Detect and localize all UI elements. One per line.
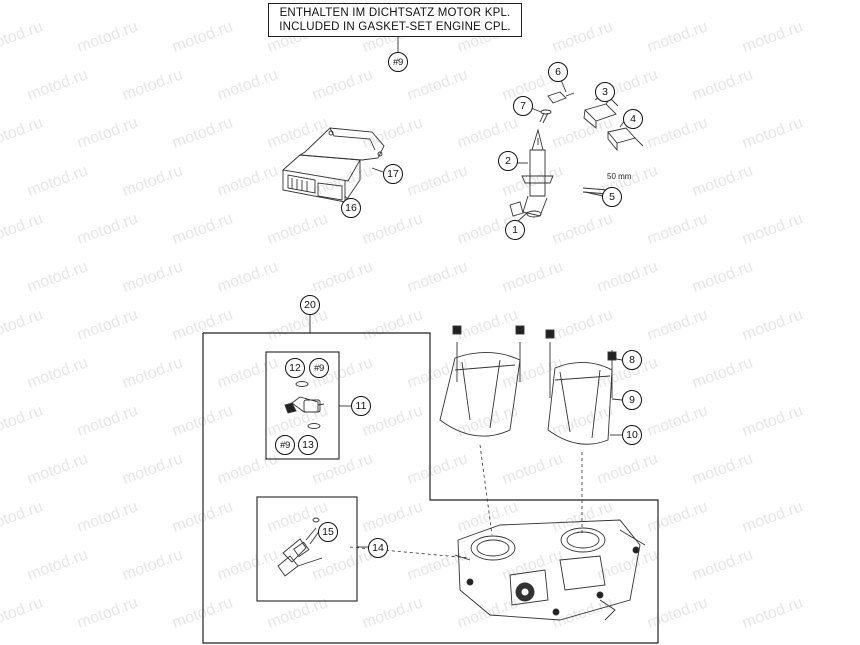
throttle-position-sensor — [277, 517, 323, 577]
callout-10[interactable]: 10 — [622, 425, 642, 445]
leader-17 — [371, 167, 384, 173]
callout-17[interactable]: 17 — [383, 164, 403, 184]
sensor-kit-box — [256, 496, 358, 602]
callout-8[interactable]: 8 — [622, 350, 642, 370]
callout-2[interactable]: 2 — [498, 151, 518, 171]
callout-14[interactable]: 14 — [368, 538, 388, 558]
map-sensor-assembly — [509, 128, 554, 218]
callout-7[interactable]: 7 — [513, 96, 533, 116]
callout-3[interactable]: 3 — [595, 82, 615, 102]
gasket-set-note: ENTHALTEN IM DICHTSATZ MOTOR KPL. INCLUD… — [268, 3, 522, 37]
callout-4[interactable]: 4 — [623, 109, 643, 129]
note-line-english: INCLUDED IN GASKET-SET ENGINE CPL. — [279, 21, 511, 33]
callout-5[interactable]: 5 — [602, 187, 622, 207]
callout-20[interactable]: 20 — [300, 295, 320, 315]
connector-3 — [583, 97, 619, 129]
callout-note-9[interactable]: #9 — [388, 52, 408, 72]
callout-13[interactable]: 13 — [298, 435, 318, 455]
injector — [284, 396, 325, 414]
intake-funnel-left — [439, 325, 525, 437]
callout-6[interactable]: 6 — [548, 62, 568, 82]
throttle-body — [454, 519, 646, 621]
leader-7 — [530, 107, 542, 113]
callout-13-gasket[interactable]: #9 — [275, 435, 295, 455]
callout-11[interactable]: 11 — [351, 396, 371, 416]
leader-9 — [611, 398, 623, 401]
ecu-bracket — [298, 127, 385, 161]
connector-4 — [607, 127, 644, 152]
injector-kit-box — [265, 351, 340, 460]
note-line-german: ENTHALTEN IM DICHTSATZ MOTOR KPL. — [279, 7, 511, 19]
hose-length-label: 50 mm — [607, 172, 632, 181]
leader-6 — [560, 79, 567, 93]
assembly-boundary-20 — [202, 332, 659, 644]
callout-15[interactable]: 15 — [318, 522, 338, 542]
intake-funnel-right — [545, 329, 617, 445]
injector-o-rings — [295, 381, 321, 429]
callout-1[interactable]: 1 — [505, 220, 525, 240]
clip-6 — [547, 91, 575, 104]
ecu-unit — [281, 154, 361, 203]
callout-12[interactable]: 12 — [285, 358, 305, 378]
callout-12-gasket[interactable]: #9 — [309, 358, 329, 378]
callout-9[interactable]: 9 — [622, 390, 642, 410]
callout-16[interactable]: 16 — [341, 198, 361, 218]
screw-7 — [539, 109, 552, 124]
